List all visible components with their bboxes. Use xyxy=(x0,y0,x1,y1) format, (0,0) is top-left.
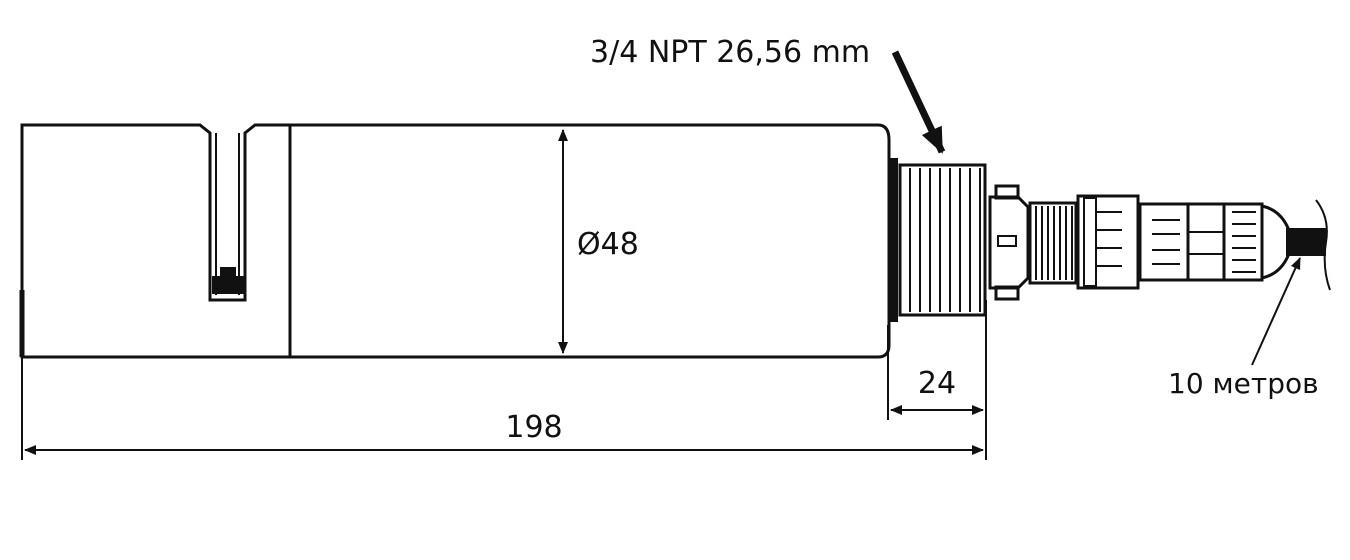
total-length-label: 198 xyxy=(505,410,562,445)
slot-detail xyxy=(212,133,244,295)
threaded-fitting xyxy=(888,158,987,322)
fitting-length-label: 24 xyxy=(918,366,956,401)
cable xyxy=(1286,199,1331,291)
total-length-dimension xyxy=(21,357,984,460)
cable-connector xyxy=(988,184,1290,301)
thread-label: 3/4 NPT 26,56 mm xyxy=(590,35,870,70)
diameter-label: Ø48 xyxy=(577,227,639,262)
thread-callout-arrow xyxy=(891,50,946,154)
cable-length-label: 10 метров xyxy=(1168,367,1319,400)
sensor-body xyxy=(19,123,891,359)
cable-callout-arrow xyxy=(1251,257,1301,366)
fitting-length-dimension xyxy=(887,300,987,460)
